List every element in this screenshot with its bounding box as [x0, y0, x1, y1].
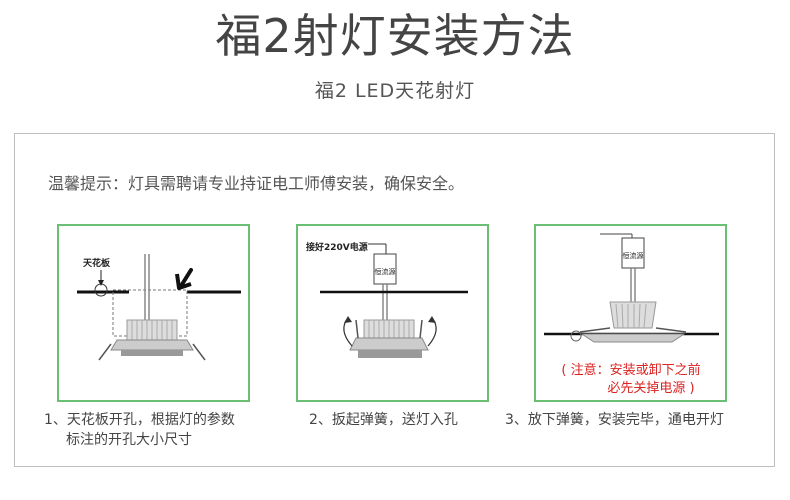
- instruction-frame: [14, 133, 775, 467]
- power-label: 接好220V电源: [306, 241, 368, 253]
- step-2-illustration: 接好220V电源 恒流源: [306, 241, 468, 358]
- safety-tip: 温馨提示：灯具需聘请专业持证电工师傅安装，确保安全。: [48, 174, 465, 193]
- step-3-caption: 3、放下弹簧，安装完毕，通电开灯: [505, 412, 724, 428]
- step-2-caption: 2、扳起弹簧，送灯入孔: [309, 412, 458, 428]
- driver-label: 恒流源: [375, 267, 396, 276]
- page-subtitle: 福2 LED天花射灯: [314, 80, 476, 102]
- step-1-illustration: 天花板: [77, 254, 241, 361]
- driver-label-3: 恒流源: [623, 251, 644, 260]
- step-3-panel: 恒流源 ( 注意：安装或卸下之前 必先关掉电源 ): [534, 224, 727, 402]
- step-1-caption: 1、天花板开孔，根据灯的参数 标注的开孔大小尺寸: [44, 410, 235, 450]
- step-3-illustration: 恒流源: [544, 233, 719, 343]
- page-title: 福2射灯安装方法: [215, 9, 575, 63]
- step-2-panel: 接好220V电源 恒流源: [296, 224, 489, 402]
- ceiling-label: 天花板: [83, 257, 111, 269]
- step-1-caption-line1: 1、天花板开孔，根据灯的参数: [44, 412, 235, 428]
- power-warning: ( 注意：安装或卸下之前 必先关掉电源 ): [541, 362, 721, 398]
- power-warning-line1: ( 注意：安装或卸下之前: [561, 363, 701, 378]
- step-1-caption-line2: 标注的开孔大小尺寸: [66, 432, 192, 448]
- power-warning-line2: 必先关掉电源 ): [607, 381, 695, 396]
- step-1-panel: 天花板: [57, 224, 250, 402]
